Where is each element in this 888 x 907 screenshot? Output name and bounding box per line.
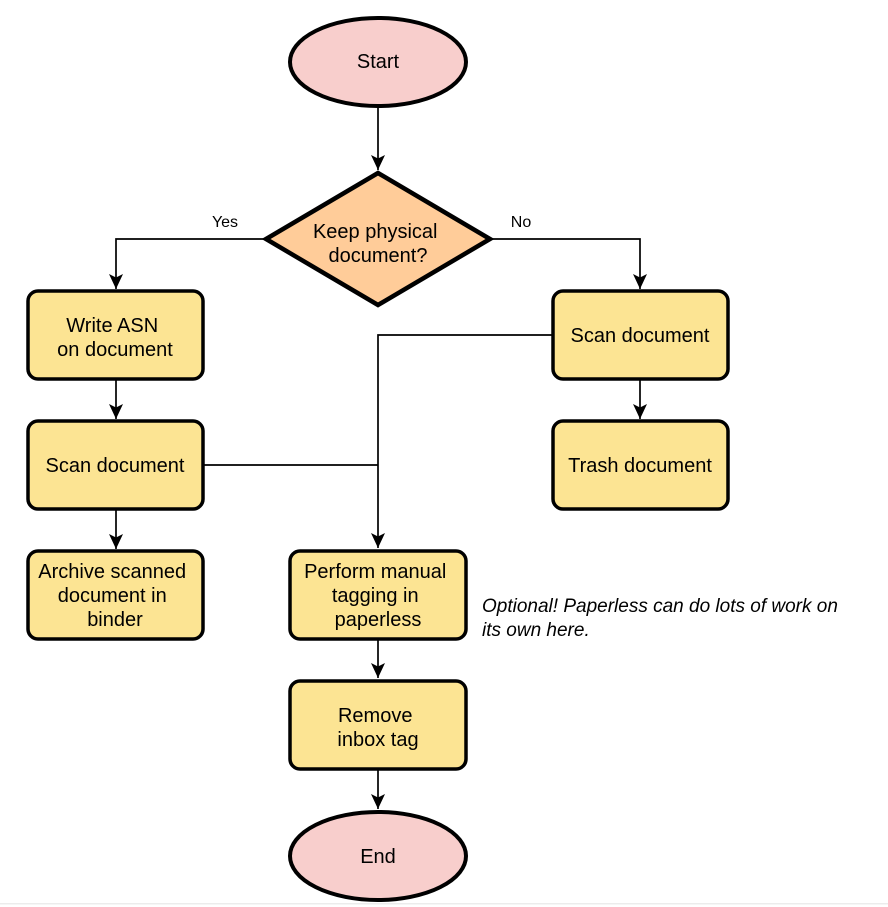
scan-document-right-node — [551, 289, 730, 381]
end-node-label: End — [360, 846, 396, 868]
write-asn-node — [26, 289, 205, 381]
decision-node-label: Keep physical document? — [313, 221, 443, 267]
write-asn-node-label: Write ASN on document — [57, 315, 173, 361]
archive-node — [26, 549, 205, 641]
decision-node — [261, 170, 495, 308]
manual-tagging-node — [288, 549, 468, 641]
edge-decision-no-to-scan-right — [490, 238, 647, 289]
scan-document-right-node-label: Scan document — [571, 325, 710, 347]
optional-annotation: Optional! Paperless can do lots of work … — [482, 596, 843, 641]
edge-decision-yes-to-write-asn — [109, 238, 266, 289]
end-node — [288, 810, 468, 902]
remove-inbox-tag-node — [288, 679, 468, 771]
start-node-label: Start — [357, 51, 400, 73]
start-node — [288, 16, 468, 108]
edge-scan-right-merge-to-tagging — [371, 334, 553, 548]
remove-inbox-tag-node-label: Remove inbox tag — [337, 705, 418, 751]
edge-label-yes: Yes — [212, 214, 238, 231]
archive-node-label: Archive scanned document in binder — [38, 561, 191, 631]
edge-label-no: No — [511, 214, 532, 231]
manual-tagging-node-label: Perform manual tagging in paperless — [304, 561, 452, 631]
bottom-divider — [0, 903, 888, 905]
scan-document-left-node-label: Scan document — [46, 455, 185, 477]
scan-document-left-node — [26, 419, 205, 511]
trash-document-node — [551, 419, 730, 511]
trash-document-node-label: Trash document — [568, 455, 712, 477]
